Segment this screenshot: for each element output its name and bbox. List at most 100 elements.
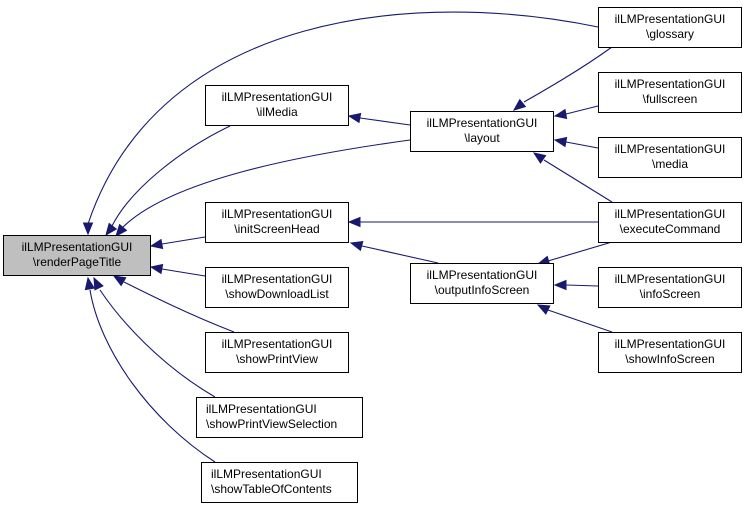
edge-executeCommand-to-outputInfoScreen bbox=[536, 241, 613, 266]
node-label-line1: ilLMPresentationGUI bbox=[211, 467, 322, 481]
node-label-line2: \media bbox=[652, 157, 688, 171]
edge-executeCommand-to-layout bbox=[532, 152, 613, 203]
edge-line bbox=[99, 289, 216, 398]
edge-line bbox=[111, 125, 231, 227]
node-label-line1: ilLMPresentationGUI bbox=[222, 272, 333, 286]
node-label-line1: ilLMPresentationGUI bbox=[615, 12, 726, 26]
edge-line bbox=[547, 241, 613, 262]
arrowhead-icon bbox=[84, 276, 96, 291]
edge-line bbox=[87, 11, 599, 225]
node-label-line2: \infoScreen bbox=[640, 287, 701, 301]
edge-infoScreen-to-outputInfoScreen bbox=[553, 279, 599, 291]
node-label-line2: \ilMedia bbox=[256, 105, 298, 119]
node-label-line1: ilLMPresentationGUI bbox=[615, 77, 726, 91]
edge-fullscreen-to-layout bbox=[553, 105, 599, 120]
node-ilMedia[interactable]: ilLMPresentationGUI \ilMedia bbox=[205, 85, 349, 126]
arrowhead-icon bbox=[149, 238, 164, 250]
node-label-line1: ilLMPresentationGUI bbox=[615, 272, 726, 286]
node-label-line1: ilLMPresentationGUI bbox=[615, 207, 726, 221]
edge-showInfoScreen-to-outputInfoScreen bbox=[536, 304, 613, 333]
edge-initScreenHead-to-renderPageTitle bbox=[149, 236, 206, 250]
node-showPrintView[interactable]: ilLMPresentationGUI \showPrintView bbox=[205, 332, 349, 373]
edge-line bbox=[89, 289, 216, 463]
node-label-line2: \executeCommand bbox=[620, 222, 721, 236]
node-label-line2: \showInfoScreen bbox=[625, 352, 714, 366]
node-label-line1: ilLMPresentationGUI bbox=[22, 240, 133, 254]
arrowhead-icon bbox=[553, 108, 568, 120]
arrowhead-icon bbox=[553, 136, 568, 148]
node-label-line1: ilLMPresentationGUI bbox=[427, 268, 538, 282]
edge-line bbox=[121, 139, 411, 229]
edge-line bbox=[565, 141, 599, 149]
node-outputInfoScreen[interactable]: ilLMPresentationGUI \outputInfoScreen bbox=[410, 263, 554, 304]
node-executeCommand[interactable]: ilLMPresentationGUI \executeCommand bbox=[598, 202, 742, 243]
nodes-layer: ilLMPresentationGUI \renderPageTitle ilL… bbox=[3, 7, 742, 503]
edge-line bbox=[123, 281, 235, 333]
node-label-line2: \showTableOfContents bbox=[211, 482, 332, 496]
node-label-line2: \initScreenHead bbox=[234, 222, 319, 236]
arrowhead-icon bbox=[553, 279, 567, 291]
node-showTableOfContents[interactable]: ilLMPresentationGUI \showTableOfContents bbox=[201, 462, 358, 503]
node-layout[interactable]: ilLMPresentationGUI \layout bbox=[410, 111, 554, 152]
edge-line bbox=[359, 117, 411, 126]
edge-media-to-layout bbox=[553, 136, 599, 149]
node-label-line2: \showPrintView bbox=[236, 352, 318, 366]
node-label-line2: \glossary bbox=[646, 27, 694, 41]
node-label-line2: \layout bbox=[464, 131, 500, 145]
edge-glossary-to-renderPageTitle bbox=[82, 11, 599, 236]
node-label-line2: \showDownloadList bbox=[225, 287, 329, 301]
node-glossary[interactable]: ilLMPresentationGUI \glossary bbox=[598, 7, 742, 48]
edge-line bbox=[565, 105, 599, 115]
node-showPrintViewSelection[interactable]: ilLMPresentationGUI \showPrintViewSelect… bbox=[196, 397, 363, 438]
arrowhead-icon bbox=[93, 276, 104, 291]
edge-layout-to-ilMedia bbox=[347, 112, 411, 126]
node-label-line2: \showPrintViewSelection bbox=[206, 417, 337, 431]
edge-showPrintViewSelection-to-renderPageTitle bbox=[93, 276, 216, 398]
node-showInfoScreen[interactable]: ilLMPresentationGUI \showInfoScreen bbox=[598, 332, 742, 373]
node-label-line2: \renderPageTitle bbox=[33, 255, 122, 269]
arrowhead-icon bbox=[536, 304, 551, 315]
node-fullscreen[interactable]: ilLMPresentationGUI \fullscreen bbox=[598, 72, 742, 113]
edge-showDownloadList-to-renderPageTitle bbox=[149, 263, 206, 277]
node-label-line2: \outputInfoScreen bbox=[435, 283, 530, 297]
edges-layer bbox=[82, 11, 613, 463]
edge-executeCommand-to-initScreenHead bbox=[347, 216, 598, 228]
edge-line bbox=[361, 245, 439, 264]
node-showDownloadList[interactable]: ilLMPresentationGUI \showDownloadList bbox=[205, 267, 349, 308]
arrowhead-icon bbox=[105, 222, 118, 237]
edge-line bbox=[523, 46, 613, 103]
node-label-line1: ilLMPresentationGUI bbox=[615, 142, 726, 156]
arrowhead-icon bbox=[532, 152, 547, 164]
arrowhead-icon bbox=[349, 240, 364, 252]
node-renderPageTitle[interactable]: ilLMPresentationGUI \renderPageTitle bbox=[3, 235, 151, 276]
arrowhead-icon bbox=[347, 112, 362, 124]
arrowhead-icon bbox=[112, 275, 127, 287]
arrowhead-icon bbox=[512, 98, 527, 111]
edge-showPrintView-to-renderPageTitle bbox=[112, 275, 235, 333]
edge-line bbox=[161, 236, 206, 245]
node-label-line1: ilLMPresentationGUI bbox=[222, 207, 333, 221]
edge-line bbox=[547, 309, 613, 333]
node-label-line1: ilLMPresentationGUI bbox=[615, 337, 726, 351]
arrowhead-icon bbox=[82, 222, 94, 236]
node-infoScreen[interactable]: ilLMPresentationGUI \infoScreen bbox=[598, 267, 742, 308]
edge-line bbox=[161, 268, 206, 277]
edge-outputInfoScreen-to-initScreenHead bbox=[349, 240, 439, 264]
edge-glossary-to-layout bbox=[512, 46, 613, 111]
edge-ilMedia-to-renderPageTitle bbox=[105, 125, 231, 237]
node-label-line1: ilLMPresentationGUI bbox=[427, 116, 538, 130]
node-media[interactable]: ilLMPresentationGUI \media bbox=[598, 137, 742, 178]
node-label-line1: ilLMPresentationGUI bbox=[222, 337, 333, 351]
node-label-line1: ilLMPresentationGUI bbox=[206, 402, 317, 416]
edge-layout-to-renderPageTitle bbox=[115, 139, 411, 238]
edge-line bbox=[565, 284, 599, 287]
arrowhead-icon bbox=[115, 223, 128, 238]
arrowhead-icon bbox=[347, 216, 361, 228]
edge-line bbox=[543, 159, 613, 203]
edge-showTableOfContents-to-renderPageTitle bbox=[84, 276, 216, 463]
node-label-line1: ilLMPresentationGUI bbox=[222, 90, 333, 104]
node-initScreenHead[interactable]: ilLMPresentationGUI \initScreenHead bbox=[205, 202, 349, 243]
node-label-line2: \fullscreen bbox=[643, 92, 698, 106]
arrowhead-icon bbox=[149, 263, 164, 275]
